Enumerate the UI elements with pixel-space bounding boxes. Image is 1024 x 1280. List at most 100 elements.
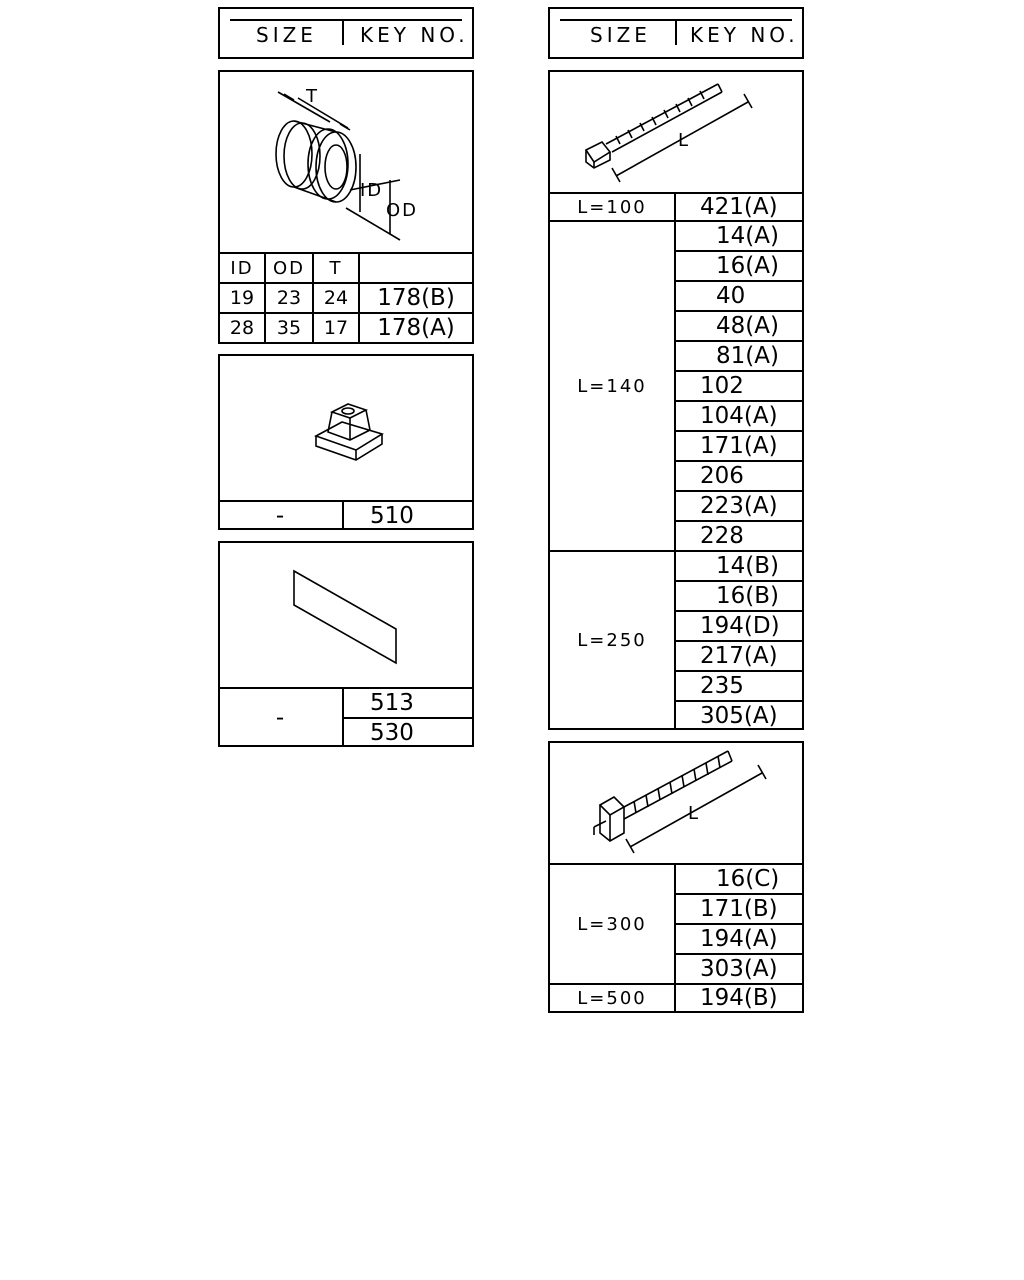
col-rule (342, 500, 344, 528)
tie-key-number[interactable]: 16(A) (716, 253, 779, 279)
row-rule (674, 700, 802, 702)
pad-key-number[interactable]: 513 (370, 690, 414, 716)
tie-key-number[interactable]: 194(B) (700, 985, 778, 1011)
row-rule (342, 717, 472, 719)
row-rule (550, 863, 802, 865)
pad-key-number[interactable]: 530 (370, 720, 414, 746)
grommet-panel: T ID OD ID OD T 19 23 24 178(B) 28 35 17… (218, 70, 474, 344)
size-header: SIZE (256, 23, 317, 47)
pad-size: - (275, 705, 285, 731)
row-rule (674, 923, 802, 925)
grommet-od-value: 35 (276, 317, 302, 339)
tie-key-number[interactable]: 16(C) (716, 866, 780, 892)
tie-key-number[interactable]: 14(A) (716, 223, 779, 249)
row-rule (674, 430, 802, 432)
od-dim-label: OD (386, 200, 419, 221)
tie-key-number[interactable]: 16(B) (716, 583, 779, 609)
cable-tie-illustration (593, 750, 767, 854)
row-rule (674, 400, 802, 402)
tie-key-number[interactable]: 235 (700, 673, 744, 699)
id-column-header: ID (230, 257, 254, 279)
size-header: SIZE (590, 23, 651, 47)
cable-tie-illustration (584, 83, 753, 183)
key-no-header: KEY NO. (360, 23, 469, 47)
col-rule (264, 252, 266, 342)
tie-key-number[interactable]: 14(B) (716, 553, 779, 579)
tie-key-number[interactable]: 303(A) (700, 956, 778, 982)
tie-key-number[interactable]: 171(B) (700, 896, 778, 922)
row-rule (220, 500, 472, 502)
clip-panel: - 510 (218, 354, 474, 530)
tie-key-number[interactable]: 194(A) (700, 926, 778, 952)
grommet-key-number[interactable]: 178(A) (377, 315, 455, 341)
row-rule (674, 310, 802, 312)
row-rule (550, 192, 802, 194)
grommet-t-value: 17 (323, 317, 349, 339)
clip-key-number[interactable]: 510 (370, 503, 414, 529)
tie-key-number[interactable]: 104(A) (700, 403, 778, 429)
row-rule (220, 252, 472, 254)
header-divider (342, 19, 344, 45)
tie-key-number[interactable]: 421(A) (700, 194, 778, 220)
tie-size: L=100 (577, 196, 647, 218)
row-rule (674, 640, 802, 642)
row-rule (550, 550, 802, 552)
row-rule (674, 670, 802, 672)
tie-key-number[interactable]: 223(A) (700, 493, 778, 519)
col-rule (674, 863, 676, 1011)
length-dim-label: L (688, 803, 701, 824)
col-rule (312, 252, 314, 342)
tie-key-number[interactable]: 194(D) (700, 613, 780, 639)
grommet-illustration (275, 91, 401, 241)
tie-key-number[interactable]: 206 (700, 463, 744, 489)
tie-size: L=500 (577, 987, 647, 1009)
row-rule (674, 953, 802, 955)
tie-key-number[interactable]: 305(A) (700, 703, 778, 729)
col-rule (358, 252, 360, 342)
tie-key-number[interactable]: 40 (716, 283, 746, 309)
t-dim-label: T (306, 86, 319, 107)
key-no-header: KEY NO. (690, 23, 799, 47)
row-rule (674, 520, 802, 522)
row-rule (674, 370, 802, 372)
t-column-header: T (329, 257, 343, 279)
grommet-od-value: 23 (276, 287, 302, 309)
size-key-header-left: SIZE KEY NO. (218, 7, 474, 59)
row-rule (674, 610, 802, 612)
tie-size: L=250 (577, 629, 647, 651)
grommet-id-value: 19 (229, 287, 255, 309)
grommet-key-number[interactable]: 178(B) (377, 285, 455, 311)
row-rule (220, 687, 472, 689)
tie-key-number[interactable]: 102 (700, 373, 744, 399)
row-rule (220, 312, 472, 314)
row-rule (674, 460, 802, 462)
tie-key-number[interactable]: 228 (700, 523, 744, 549)
clip-size: - (275, 503, 285, 529)
row-rule (550, 220, 802, 222)
tie-key-number[interactable]: 171(A) (700, 433, 778, 459)
pad-illustration (293, 569, 397, 665)
col-rule (342, 687, 344, 745)
tie-size: L=140 (577, 375, 647, 397)
id-dim-label: ID (360, 180, 384, 201)
row-rule (674, 490, 802, 492)
row-rule (220, 282, 472, 284)
length-dim-label: L (678, 130, 691, 151)
clip-illustration (314, 403, 384, 461)
header-rule (230, 19, 462, 21)
header-divider (675, 19, 677, 45)
cable-tie-a-panel: L L=100 421(A) L=140 14(A) 16(A) 40 48(A… (548, 70, 804, 730)
row-rule (674, 250, 802, 252)
grommet-id-value: 28 (229, 317, 255, 339)
row-rule (550, 983, 802, 985)
pad-panel: - 513 530 (218, 541, 474, 747)
row-rule (674, 340, 802, 342)
cable-tie-b-panel: L L=300 16(C) 171(B) 194(A) 303(A) L=500… (548, 741, 804, 1013)
od-column-header: OD (272, 257, 306, 279)
tie-size: L=300 (577, 913, 647, 935)
tie-key-number[interactable]: 81(A) (716, 343, 779, 369)
row-rule (674, 280, 802, 282)
row-rule (674, 893, 802, 895)
tie-key-number[interactable]: 48(A) (716, 313, 779, 339)
tie-key-number[interactable]: 217(A) (700, 643, 778, 669)
